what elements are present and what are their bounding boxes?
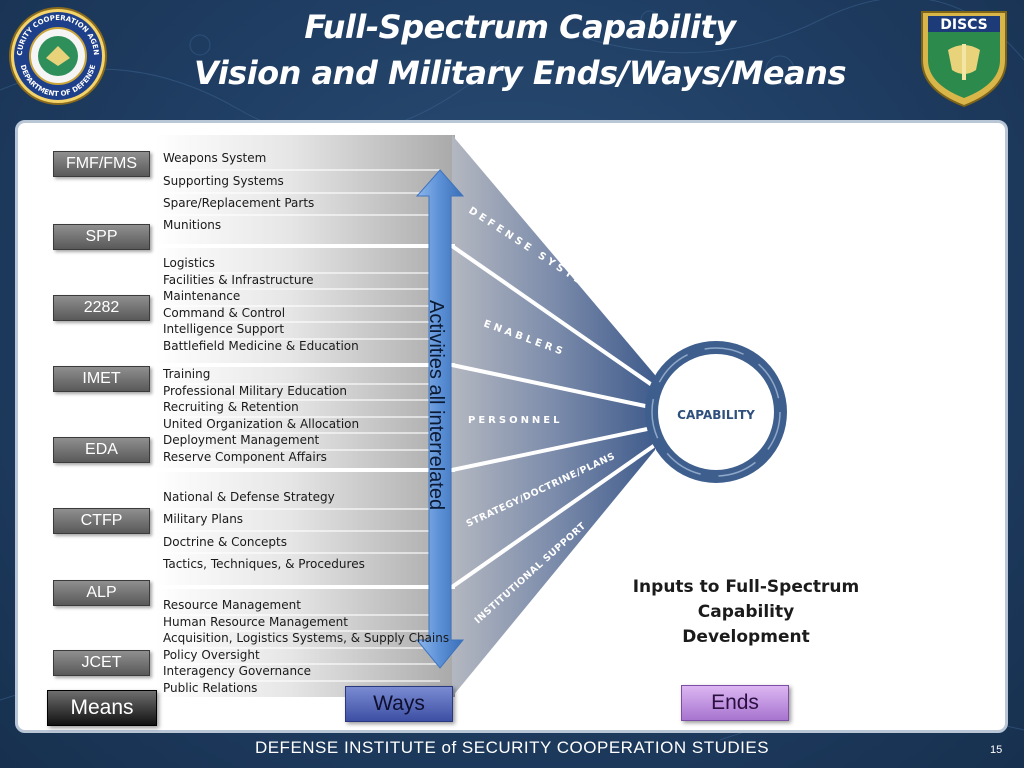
footer-title: DEFENSE INSTITUTE of SECURITY COOPERATIO… [254,738,770,757]
activity-item: Reserve Component Affairs [163,450,327,464]
activity-item: Command & Control [163,306,286,320]
activity-item: Intelligence Support [163,322,285,336]
inputs-caption-line-1: Inputs to Full-Spectrum [632,577,860,597]
inputs-caption-line-3: Development [682,627,810,647]
inputs-caption: Inputs to Full-Spectrum Capability Devel… [620,575,872,650]
funnel-label-personnel: PERSONNEL [468,415,563,426]
dsca-seal-logo: SECURITY COOPERATION AGENCY DEPARTMENT O… [8,6,107,105]
activity-item: Logistics [163,256,215,270]
activity-item: Maintenance [163,289,241,303]
title-line-1: Full-Spectrum Capability [304,8,736,46]
group-dividers [155,244,455,589]
activity-item: Public Relations [163,681,258,695]
activity-item: Supporting Systems [163,174,284,188]
legend-means-button[interactable]: Means [47,690,157,726]
activity-item: Battlefield Medicine & Education [163,339,359,353]
capability-ring: CAPABILITY [645,341,787,483]
funnel-rays [450,244,657,589]
activity-item: United Organization & Allocation [163,417,360,431]
means-box-alp[interactable]: ALP [53,580,150,606]
activities-bar [155,135,455,697]
means-box-2282[interactable]: 2282 [53,295,150,321]
activity-item: Acquisition, Logistics Systems, & Supply… [163,631,450,645]
activity-item: Doctrine & Concepts [163,535,288,549]
activity-item: Training [163,367,211,381]
capability-funnel [452,135,655,697]
legend-ways-button[interactable]: Ways [345,686,453,722]
capability-label: CAPABILITY [677,408,755,422]
activity-item: Tactics, Techniques, & Procedures [163,557,365,571]
interrelated-arrow-label: Activities all interrelated [425,300,447,510]
activity-item: Human Resource Management [163,615,348,629]
activity-item: Spare/Replacement Parts [163,196,315,210]
means-box-imet[interactable]: IMET [53,366,150,392]
activity-item: Munitions [163,218,222,232]
activity-item: Deployment Management [163,433,320,447]
legend-ends-button[interactable]: Ends [681,685,789,721]
activity-item: Policy Oversight [163,648,260,662]
inputs-caption-line-2: Capability [697,602,795,622]
svg-text:DISCS: DISCS [940,17,988,33]
page-number: 15 [990,744,1003,756]
means-box-eda[interactable]: EDA [53,437,150,463]
means-box-ctfp[interactable]: CTFP [53,508,150,534]
activity-item: National & Defense Strategy [163,490,335,504]
activity-item: Resource Management [163,598,301,612]
interrelated-arrow [415,169,465,669]
activity-item: Weapons System [163,151,267,165]
title-line-2: Vision and Military Ends/Ways/Means [193,54,847,92]
means-box-jcet[interactable]: JCET [53,650,150,676]
means-box-spp[interactable]: SPP [53,224,150,250]
discs-shield-logo: DISCS [921,11,1007,108]
activity-item: Military Plans [163,512,244,526]
slide-title: Full-Spectrum Capability Vision and Mili… [130,4,910,96]
activity-item: Recruiting & Retention [163,400,299,414]
activity-item: Professional Military Education [163,384,347,398]
activity-item: Facilities & Infrastructure [163,273,314,287]
row-dividers [160,169,440,682]
activity-item: Interagency Governance [163,664,312,678]
means-box-fmf-fms[interactable]: FMF/FMS [53,151,150,177]
